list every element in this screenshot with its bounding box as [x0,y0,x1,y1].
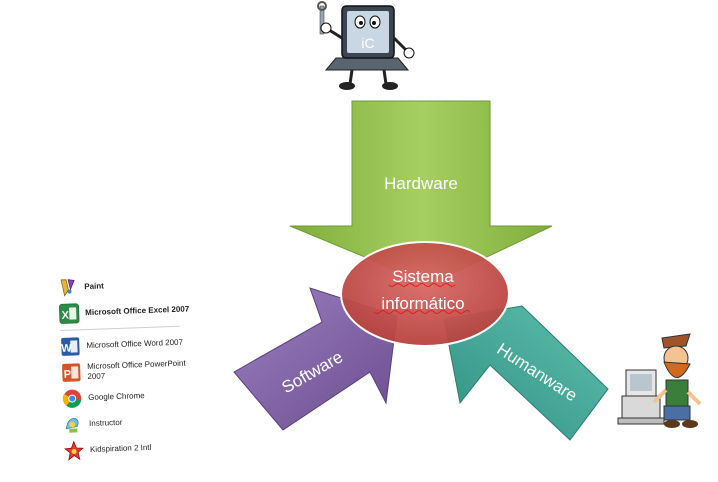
program-label: Paint [84,281,105,292]
center-label-line1: Sistema [392,267,454,286]
paint-icon [58,277,79,298]
program-label: Microsoft Office Word 2007 [86,337,184,351]
hardware-label: Hardware [384,174,458,193]
program-item-powerpoint[interactable]: P Microsoft Office PowerPoint 2007 [61,358,202,383]
person-at-computer-icon [617,333,702,428]
program-label: Google Chrome [88,391,145,403]
word-icon: W [60,336,81,357]
program-list: Paint X Microsoft Office Excel 2007 W Mi… [58,273,205,467]
program-item-kidspiration[interactable]: Kidspiration 2 Intl [64,436,205,461]
program-item-instructor[interactable]: Instructor [63,410,204,435]
sistema-informatico-ellipse: Sistema informático [340,241,510,347]
chrome-icon [62,388,83,409]
center-label-line2: informático [381,294,464,313]
program-label: Instructor [88,417,123,429]
mascot-screen-text: iC [361,35,374,51]
svg-text:P: P [64,369,72,381]
program-label: Microsoft Office Excel 2007 [85,304,190,318]
computer-mascot-icon: iC [317,1,415,90]
excel-icon: X [58,303,80,324]
program-label: Microsoft Office PowerPoint 2007 [86,358,186,382]
program-item-chrome[interactable]: Google Chrome [62,384,203,409]
program-label: Kidspiration 2 Intl [89,442,152,454]
kidspiration-icon [64,440,85,461]
powerpoint-icon: P [61,362,82,383]
instructor-icon [63,414,84,435]
svg-text:X: X [61,310,69,322]
separator [59,325,180,331]
svg-text:W: W [61,343,72,355]
hardware-arrow: Hardware [289,100,553,285]
program-item-word[interactable]: W Microsoft Office Word 2007 [60,332,201,357]
program-item-excel[interactable]: X Microsoft Office Excel 2007 [58,299,200,324]
program-item-paint[interactable]: Paint [58,273,199,298]
